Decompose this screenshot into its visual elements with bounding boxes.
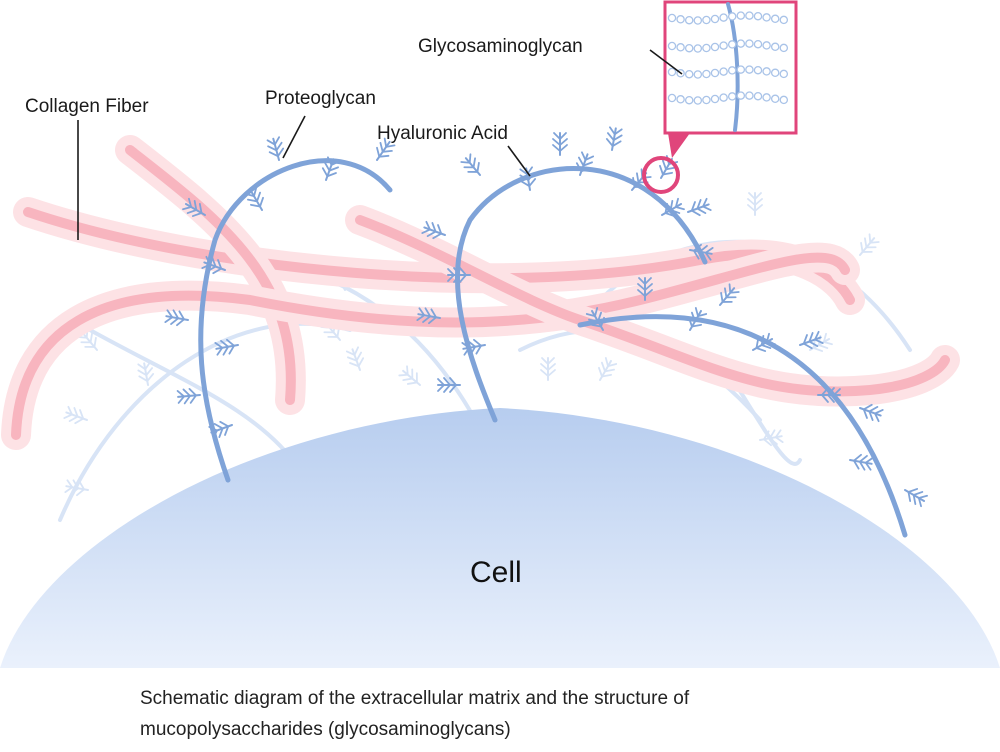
gag-bead xyxy=(762,13,771,22)
glycosaminoglycan-label: Glycosaminoglycan xyxy=(418,36,583,57)
gag-bead xyxy=(753,39,763,49)
glycosaminoglycan-frond xyxy=(847,452,874,472)
gag-bead xyxy=(684,69,694,79)
gag-bead xyxy=(753,11,763,21)
gag-bead xyxy=(779,15,789,25)
gag-inset xyxy=(663,0,798,158)
cell-body xyxy=(0,408,1000,668)
glycosaminoglycan-frond xyxy=(900,482,929,509)
gag-bead xyxy=(684,95,694,105)
faint-glycosaminoglycan-frond xyxy=(853,232,881,261)
gag-bead xyxy=(702,15,711,25)
gag-bead xyxy=(770,14,780,24)
gag-bead xyxy=(779,43,789,53)
gag-bead xyxy=(779,95,789,105)
hyaluronic-chain xyxy=(455,166,708,423)
gag-bead xyxy=(667,67,677,77)
gag-bead xyxy=(719,13,728,22)
gag-bead xyxy=(762,67,771,76)
faint-glycosaminoglycan-frond xyxy=(62,404,91,428)
cell-label: Cell xyxy=(470,556,522,589)
gag-bead xyxy=(762,41,771,50)
caption-line-1: Schematic diagram of the extracellular m… xyxy=(140,688,690,709)
glycosaminoglycan-frond xyxy=(459,152,487,181)
faint-glycosaminoglycan-frond xyxy=(397,364,426,392)
gag-bead xyxy=(702,95,711,105)
inset-bead-chains xyxy=(667,11,789,105)
collagen-fibers xyxy=(1,135,960,450)
gag-bead xyxy=(693,70,703,79)
gag-bead xyxy=(745,39,754,48)
gag-bead xyxy=(719,67,728,76)
glycosaminoglycan-frond xyxy=(164,308,191,328)
gag-bead xyxy=(693,44,703,53)
gag-bead xyxy=(745,11,754,20)
gag-bead xyxy=(753,65,763,75)
gag-bead xyxy=(770,42,780,52)
gag-bead xyxy=(667,41,677,51)
gag-bead xyxy=(667,93,677,103)
gag-bead xyxy=(684,43,694,53)
glycosaminoglycan-frond xyxy=(176,387,202,405)
gag-bead xyxy=(676,43,685,52)
highlight-circle xyxy=(642,156,680,194)
gag-bead xyxy=(693,96,703,105)
gag-bead xyxy=(736,65,746,74)
gag-bead xyxy=(702,69,711,79)
gag-bead xyxy=(753,91,763,101)
gag-bead xyxy=(684,15,694,25)
gag-bead xyxy=(710,42,720,52)
hyaluronic-acid-label: Hyaluronic Acid xyxy=(377,123,508,144)
proteoglycan-label: Proteoglycan xyxy=(265,88,376,109)
faint-glycosaminoglycan-frond xyxy=(757,428,784,448)
glycosaminoglycan-frond xyxy=(796,329,825,353)
gag-bead xyxy=(736,39,746,48)
collagen-fiber-label: Collagen Fiber xyxy=(25,96,149,117)
gag-bead xyxy=(736,11,746,20)
gag-bead xyxy=(762,93,771,102)
gag-bead xyxy=(727,40,737,49)
gag-bead xyxy=(693,16,703,25)
glycosaminoglycan-frond xyxy=(572,150,596,179)
gag-bead xyxy=(719,41,728,50)
faint-glycosaminoglycan-frond xyxy=(136,361,156,388)
proteoglycan-chain-1 xyxy=(198,158,393,483)
figure-caption: Schematic diagram of the extracellular m… xyxy=(140,683,960,745)
glycosaminoglycan-frond xyxy=(684,196,713,220)
glycosaminoglycan-frond xyxy=(214,337,241,357)
gag-bead xyxy=(710,68,720,78)
faint-glycosaminoglycan-frond xyxy=(592,356,619,385)
faint-glycosaminoglycan-frond xyxy=(344,345,368,374)
faint-glycosaminoglycan-frond xyxy=(540,357,556,381)
gag-bead xyxy=(676,95,685,104)
gag-bead xyxy=(727,66,737,75)
caption-line-2: mucopolysaccharides (glycosaminoglycans) xyxy=(140,719,511,740)
glycosaminoglycan-frond xyxy=(604,126,624,153)
gag-bead xyxy=(710,94,720,104)
glycosaminoglycan-frond xyxy=(552,132,568,156)
gag-bead xyxy=(667,13,677,23)
gag-bead xyxy=(770,94,780,104)
gag-bead xyxy=(702,43,711,53)
leader-lines xyxy=(77,49,683,240)
gag-bead xyxy=(710,14,720,24)
gag-bead xyxy=(770,68,780,78)
gag-bead xyxy=(745,65,754,74)
glycosaminoglycan-frond xyxy=(265,135,287,163)
gag-bead xyxy=(727,12,737,21)
gag-bead xyxy=(736,91,746,100)
gag-bead xyxy=(727,92,737,101)
faint-glycosaminoglycan-frond xyxy=(747,192,763,216)
gag-bead xyxy=(779,69,789,79)
gag-bead xyxy=(676,15,685,24)
gag-bead xyxy=(745,91,754,100)
gag-bead xyxy=(719,93,728,102)
